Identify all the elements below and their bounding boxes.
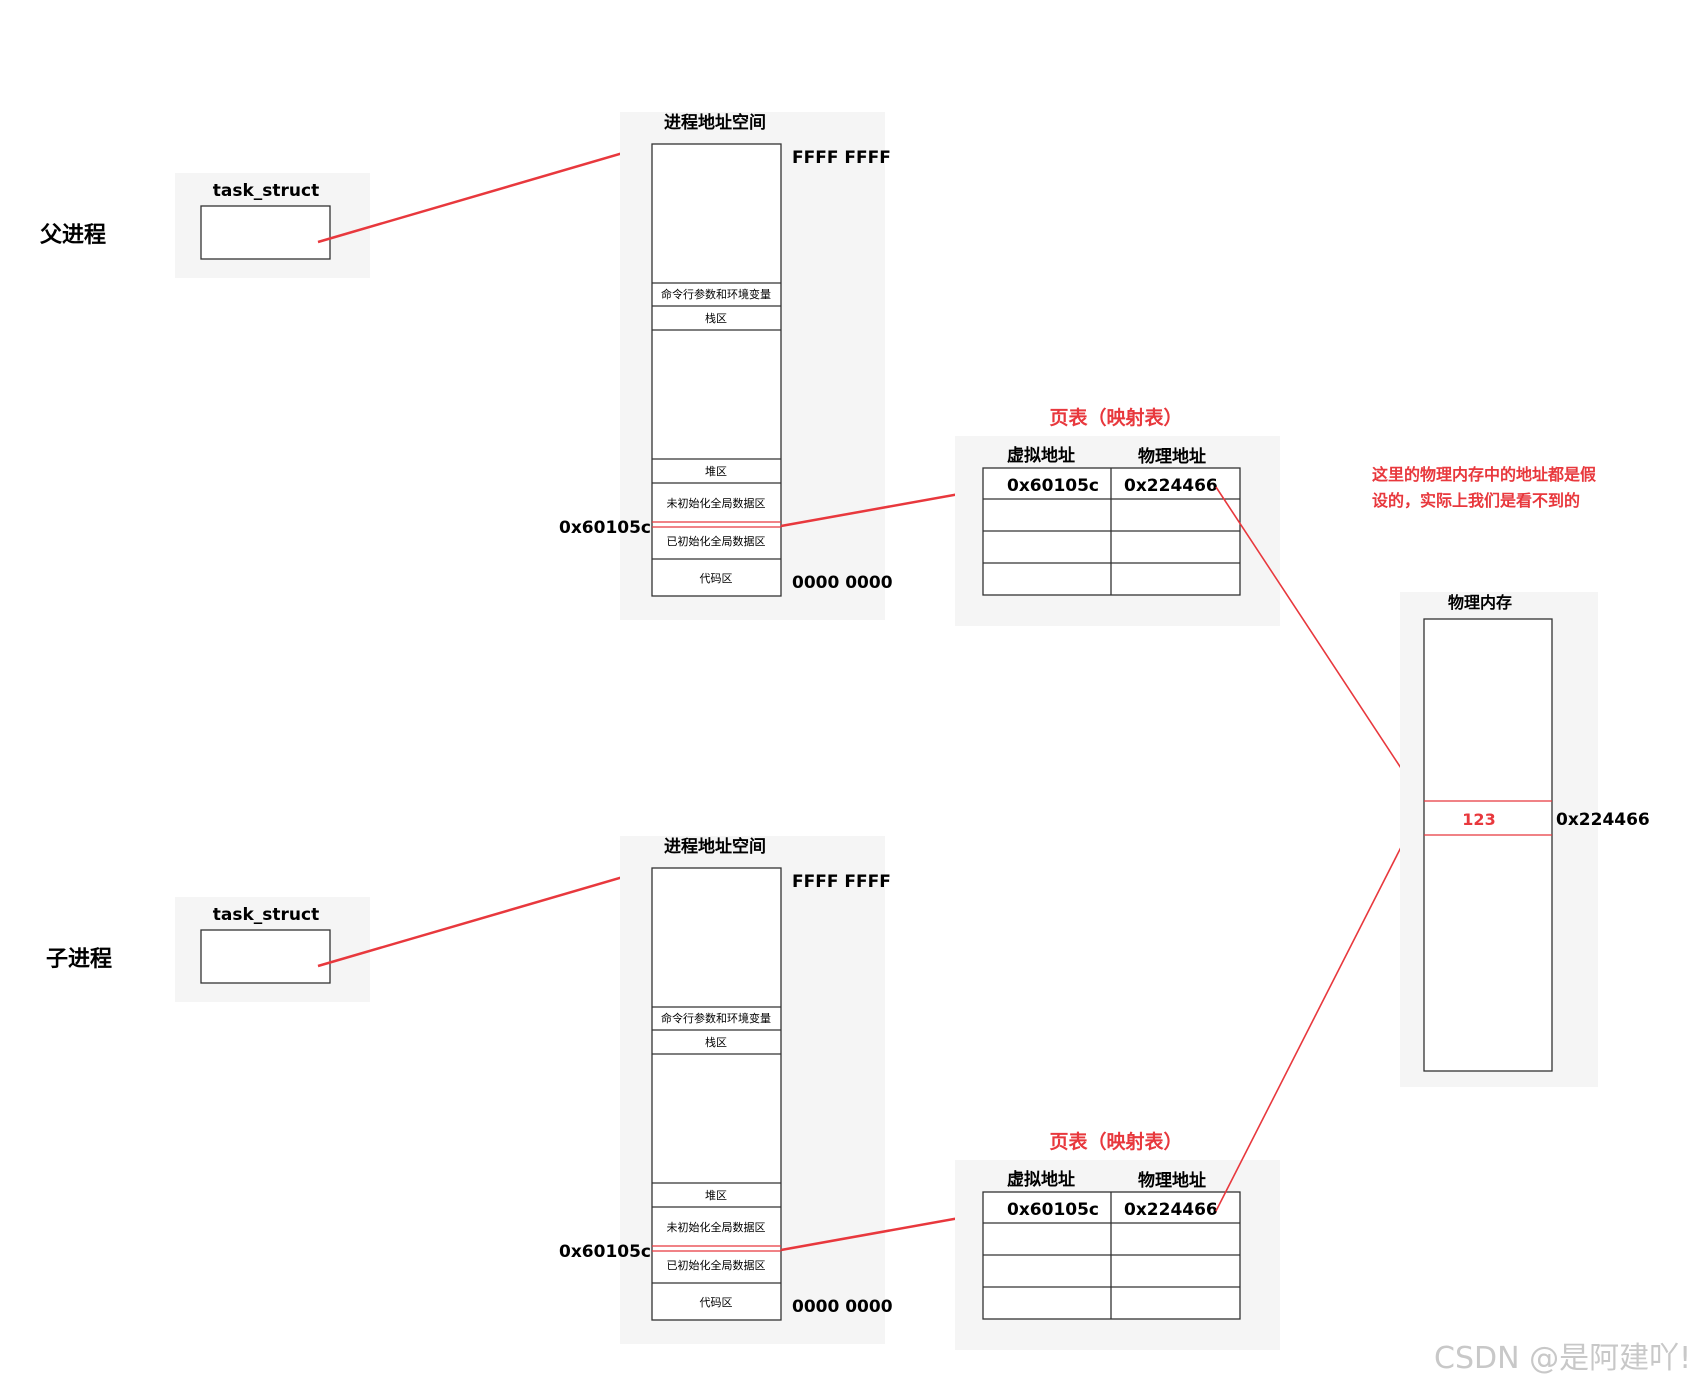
child-page-table-title: 页表（映射表）: [1049, 1130, 1182, 1153]
physical-memory-group: 这里的物理内存中的地址都是假 设的，实际上我们是看不到的 物理内存 123 0x…: [1372, 465, 1650, 1087]
physical-memory-cell-value: 123: [1462, 810, 1495, 829]
physical-memory-column: [1423, 618, 1553, 1072]
parent-task-struct-title: task_struct: [213, 181, 319, 201]
child-seg-heap: 堆区: [705, 1189, 727, 1202]
parent-task-struct-box: [200, 205, 331, 260]
child-address-space-column: [651, 867, 782, 1321]
parent-page-table-title: 页表（映射表）: [1049, 406, 1182, 429]
child-marker-address: 0x60105c: [559, 1242, 651, 1262]
child-page-table-virtual-value: 0x60105c: [1007, 1200, 1099, 1220]
child-seg-bss: 未初始化全局数据区: [667, 1220, 766, 1234]
child-pagetable-to-memory-arrow: [1215, 804, 1423, 1212]
child-address-space-title: 进程地址空间: [664, 836, 766, 857]
child-page-table-col-physical: 物理地址: [1138, 1170, 1206, 1191]
parent-page-table-col-virtual: 虚拟地址: [1007, 445, 1075, 466]
physical-memory-title: 物理内存: [1448, 593, 1512, 612]
parent-page-table-physical-value: 0x224466: [1124, 476, 1218, 496]
parent-address-space-title: 进程地址空间: [664, 112, 766, 133]
parent-page-table-virtual-value: 0x60105c: [1007, 476, 1099, 496]
parent-marker-address: 0x60105c: [559, 518, 651, 538]
parent-process-group: 父进程 task_struct 进程地址空间 命令行参数和环境变量 栈区 堆区 …: [40, 112, 1424, 802]
child-task-struct-box: [200, 929, 331, 984]
parent-address-space-column: [651, 143, 782, 597]
parent-top-address: FFFF FFFF: [792, 148, 891, 168]
parent-seg-stack: 栈区: [705, 311, 727, 325]
watermark: CSDN @是阿建吖!: [1434, 1341, 1691, 1376]
child-seg-data: 已初始化全局数据区: [667, 1258, 766, 1272]
physical-memory-cell-address: 0x224466: [1556, 810, 1650, 830]
note-line-1: 这里的物理内存中的地址都是假: [1372, 465, 1597, 484]
parent-pagetable-to-memory-arrow: [1215, 486, 1424, 802]
parent-seg-cmdline-env: 命令行参数和环境变量: [661, 287, 771, 301]
child-top-address: FFFF FFFF: [792, 872, 891, 892]
parent-seg-heap: 堆区: [705, 465, 727, 478]
parent-task-to-space-arrow: [317, 144, 649, 244]
note-line-2: 设的，实际上我们是看不到的: [1372, 491, 1580, 510]
parent-process-label: 父进程: [40, 223, 106, 248]
child-page-table-col-virtual: 虚拟地址: [1007, 1169, 1075, 1190]
child-task-to-space-arrow: [317, 868, 649, 968]
parent-seg-code: 代码区: [700, 572, 733, 585]
child-process-group: 子进程 task_struct 进程地址空间 命令行参数和环境变量 栈区 堆区 …: [46, 804, 1423, 1350]
child-task-struct-title: task_struct: [213, 905, 319, 925]
child-seg-stack: 栈区: [705, 1035, 727, 1049]
child-page-table-physical-value: 0x224466: [1124, 1200, 1218, 1220]
child-seg-cmdline-env: 命令行参数和环境变量: [661, 1011, 771, 1025]
child-seg-code: 代码区: [700, 1296, 733, 1309]
child-process-label: 子进程: [46, 947, 112, 972]
parent-page-table-col-physical: 物理地址: [1138, 446, 1206, 467]
parent-bottom-address: 0000 0000: [792, 573, 893, 593]
parent-seg-bss: 未初始化全局数据区: [667, 496, 766, 510]
parent-seg-data: 已初始化全局数据区: [667, 534, 766, 548]
child-bottom-address: 0000 0000: [792, 1297, 893, 1317]
